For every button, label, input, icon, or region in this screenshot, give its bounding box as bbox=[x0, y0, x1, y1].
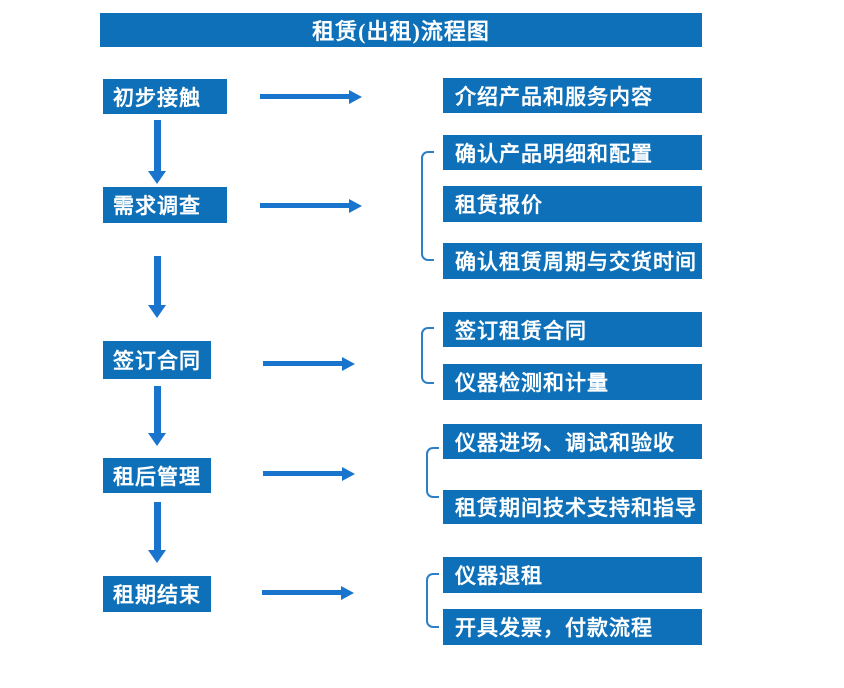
detail-box-instrument-return: 仪器退租 bbox=[443, 557, 702, 593]
detail-box-confirm-period: 确认租赁周期与交货时间 bbox=[443, 243, 702, 279]
down-arrow-1 bbox=[148, 120, 166, 184]
down-arrow-4 bbox=[148, 502, 166, 563]
detail-box-invoice-payment: 开具发票，付款流程 bbox=[443, 609, 702, 645]
group-bracket-post-rental bbox=[426, 447, 439, 498]
right-arrow-4 bbox=[263, 466, 355, 481]
detail-box-rental-quote: 租赁报价 bbox=[443, 186, 702, 222]
detail-box-instrument-testing: 仪器检测和计量 bbox=[443, 364, 702, 400]
right-arrow-3 bbox=[263, 356, 355, 371]
down-arrow-3 bbox=[148, 386, 166, 446]
stage-box-initial-contact: 初步接触 bbox=[103, 79, 227, 114]
stage-box-sign-contract: 签订合同 bbox=[103, 341, 211, 379]
right-arrow-5 bbox=[262, 585, 354, 600]
down-arrow-2 bbox=[148, 256, 166, 318]
detail-box-sign-rental-contract: 签订租赁合同 bbox=[443, 312, 702, 347]
right-arrow-1 bbox=[260, 89, 362, 104]
stage-box-demand-survey: 需求调查 bbox=[103, 187, 227, 223]
stage-box-rental-end: 租期结束 bbox=[103, 576, 211, 612]
detail-box-introduce-products: 介绍产品和服务内容 bbox=[443, 78, 702, 113]
flowchart-title: 租赁(出租)流程图 bbox=[100, 13, 702, 47]
group-bracket-rental-end bbox=[426, 573, 439, 628]
detail-box-instrument-setup: 仪器进场、调试和验收 bbox=[443, 424, 702, 459]
stage-box-post-rental: 租后管理 bbox=[103, 458, 211, 493]
group-bracket-demand-survey bbox=[421, 151, 434, 261]
detail-box-tech-support: 租赁期间技术支持和指导 bbox=[443, 490, 702, 524]
right-arrow-2 bbox=[260, 198, 362, 213]
detail-box-confirm-product-spec: 确认产品明细和配置 bbox=[443, 135, 702, 170]
group-bracket-sign-contract bbox=[421, 327, 434, 384]
